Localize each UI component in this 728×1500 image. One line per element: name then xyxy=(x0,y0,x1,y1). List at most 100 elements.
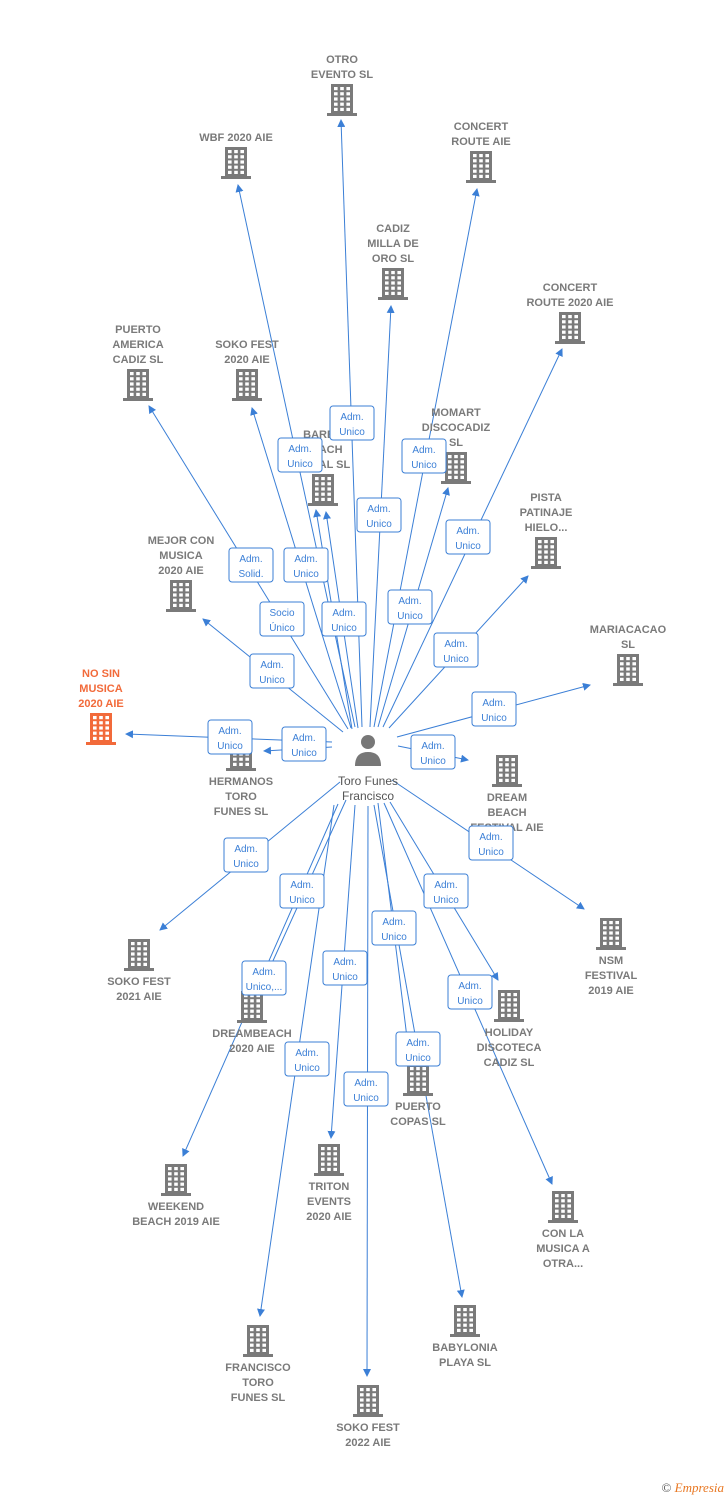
company-building-icon[interactable] xyxy=(548,1191,578,1223)
company-building-icon[interactable] xyxy=(531,537,561,569)
edge-label-text: Adm. xyxy=(288,444,311,455)
company-label-line[interactable]: COPAS SL xyxy=(390,1116,446,1128)
company-building-icon[interactable] xyxy=(232,369,262,401)
company-label-line[interactable]: MUSICA xyxy=(79,683,122,695)
edge-label-text: Unico xyxy=(455,541,481,552)
company-building-icon[interactable] xyxy=(450,1305,480,1337)
edge-label-text: Adm. xyxy=(332,608,355,619)
company-label-line[interactable]: SOKO FEST xyxy=(215,339,279,351)
company-label-line[interactable]: DISCOCADIZ xyxy=(422,422,491,434)
company-label-line[interactable]: DREAMBEACH xyxy=(212,1028,292,1040)
company-building-icon[interactable] xyxy=(86,713,116,745)
company-label-line[interactable]: FESTIVAL xyxy=(585,970,638,982)
company-label-line[interactable]: 2020 AIE xyxy=(158,565,203,577)
edge-label-babylonia: Adm.Unico xyxy=(395,1031,441,1067)
edge-label-text: Unico xyxy=(443,654,469,665)
company-label-line[interactable]: 2020 AIE xyxy=(78,698,123,710)
company-building-icon[interactable] xyxy=(403,1064,433,1096)
edge-label-text: Adm. xyxy=(406,1038,429,1049)
company-label-line[interactable]: MOMART xyxy=(431,407,481,419)
company-label-line[interactable]: 2021 AIE xyxy=(116,991,161,1003)
brand-logo[interactable]: Empresia xyxy=(674,1480,724,1495)
company-building-icon[interactable] xyxy=(378,268,408,300)
company-building-icon[interactable] xyxy=(166,580,196,612)
company-label-line[interactable]: EVENTO SL xyxy=(311,69,373,81)
company-label-line[interactable]: ROUTE 2020 AIE xyxy=(526,297,613,309)
edge-label-holiday-discoteca: Adm.Unico xyxy=(423,873,469,909)
edge-label-text: Unico xyxy=(339,427,365,438)
company-building-icon[interactable] xyxy=(308,474,338,506)
company-label-line[interactable]: BABYLONIA xyxy=(432,1342,497,1354)
company-label-line[interactable]: MUSICA A xyxy=(536,1243,590,1255)
company-label-line[interactable]: CADIZ xyxy=(376,223,410,235)
company-label-line[interactable]: MARIACACAO xyxy=(590,624,667,636)
company-label-line[interactable]: PUERTO xyxy=(115,324,161,336)
company-label-line[interactable]: 2020 AIE xyxy=(229,1043,274,1055)
edge-label-text: Adm. xyxy=(456,526,479,537)
company-label-line[interactable]: CONCERT xyxy=(543,282,598,294)
company-building-icon[interactable] xyxy=(492,755,522,787)
company-label-line[interactable]: PATINAJE xyxy=(520,507,573,519)
company-label-line[interactable]: ORO SL xyxy=(372,253,414,265)
company-label-line[interactable]: 2022 AIE xyxy=(345,1437,390,1449)
company-label-line[interactable]: PLAYA SL xyxy=(439,1357,491,1369)
company-label-line[interactable]: CADIZ SL xyxy=(484,1057,535,1069)
company-label-line[interactable]: NSM xyxy=(599,955,623,967)
company-building-icon[interactable] xyxy=(314,1144,344,1176)
company-building-icon[interactable] xyxy=(161,1164,191,1196)
company-label-line[interactable]: 2020 AIE xyxy=(306,1211,351,1223)
company-label-line[interactable]: BEACH xyxy=(487,807,526,819)
company-label-line[interactable]: EVENTS xyxy=(307,1196,351,1208)
company-label-line[interactable]: SOKO FEST xyxy=(107,976,171,988)
company-label-line[interactable]: 2020 AIE xyxy=(224,354,269,366)
company-building-icon[interactable] xyxy=(243,1325,273,1357)
company-label-line[interactable]: NO SIN xyxy=(82,668,120,680)
company-label-line[interactable]: 2019 AIE xyxy=(588,985,633,997)
company-label-line[interactable]: ROUTE AIE xyxy=(451,136,511,148)
company-label-line[interactable]: PUERTO xyxy=(395,1101,441,1113)
company-label-line[interactable]: DISCOTECA xyxy=(477,1042,542,1054)
company-building-icon[interactable] xyxy=(327,84,357,116)
company-label-line[interactable]: TRITON xyxy=(309,1181,350,1193)
company-label-line[interactable]: MEJOR CON xyxy=(148,535,215,547)
company-label-line[interactable]: PISTA xyxy=(530,492,562,504)
company-building-icon[interactable] xyxy=(494,990,524,1022)
company-label-line[interactable]: CADIZ SL xyxy=(113,354,164,366)
company-label-line[interactable]: WBF 2020 AIE xyxy=(199,132,273,144)
company-label-line[interactable]: SOKO FEST xyxy=(336,1422,400,1434)
company-building-icon[interactable] xyxy=(237,991,267,1023)
person-name-line[interactable]: Toro Funes xyxy=(338,774,398,788)
company-label-line[interactable]: CON LA xyxy=(542,1228,584,1240)
company-label-line[interactable]: HERMANOS xyxy=(209,776,273,788)
company-building-icon[interactable] xyxy=(123,369,153,401)
company-label-line[interactable]: BEACH 2019 AIE xyxy=(132,1216,220,1228)
company-label-line[interactable]: OTRA... xyxy=(543,1258,583,1270)
company-label-line[interactable]: AMERICA xyxy=(112,339,163,351)
company-label-line[interactable]: SL xyxy=(621,639,635,651)
company-building-icon[interactable] xyxy=(613,654,643,686)
company-label-line[interactable]: HOLIDAY xyxy=(485,1027,534,1039)
company-label-line[interactable]: MUSICA xyxy=(159,550,202,562)
company-label-line[interactable]: TORO xyxy=(225,791,257,803)
company-label-line[interactable]: FUNES SL xyxy=(231,1392,286,1404)
company-building-icon[interactable] xyxy=(353,1385,383,1417)
company-label-line[interactable]: OTRO xyxy=(326,54,358,66)
person-name-line[interactable]: Francisco xyxy=(342,789,394,803)
person-icon[interactable] xyxy=(355,735,381,766)
edge-label-no-sin-musica: Adm.Unico xyxy=(207,719,253,755)
company-label-line[interactable]: WEEKEND xyxy=(148,1201,204,1213)
company-building-icon[interactable] xyxy=(221,147,251,179)
company-building-icon[interactable] xyxy=(596,918,626,950)
company-label-line[interactable]: MILLA DE xyxy=(367,238,419,250)
company-label-line[interactable]: FUNES SL xyxy=(214,806,269,818)
company-label-line[interactable]: CONCERT xyxy=(454,121,509,133)
company-label-line[interactable]: DREAM xyxy=(487,792,527,804)
company-label-line[interactable]: FRANCISCO xyxy=(225,1362,291,1374)
company-building-icon[interactable] xyxy=(466,151,496,183)
company-label-line[interactable]: HIELO... xyxy=(525,522,568,534)
company-building-icon[interactable] xyxy=(441,452,471,484)
company-building-icon[interactable] xyxy=(555,312,585,344)
company-label-line[interactable]: TORO xyxy=(242,1377,274,1389)
company-building-icon[interactable] xyxy=(124,939,154,971)
company-label-line[interactable]: SL xyxy=(449,437,463,449)
